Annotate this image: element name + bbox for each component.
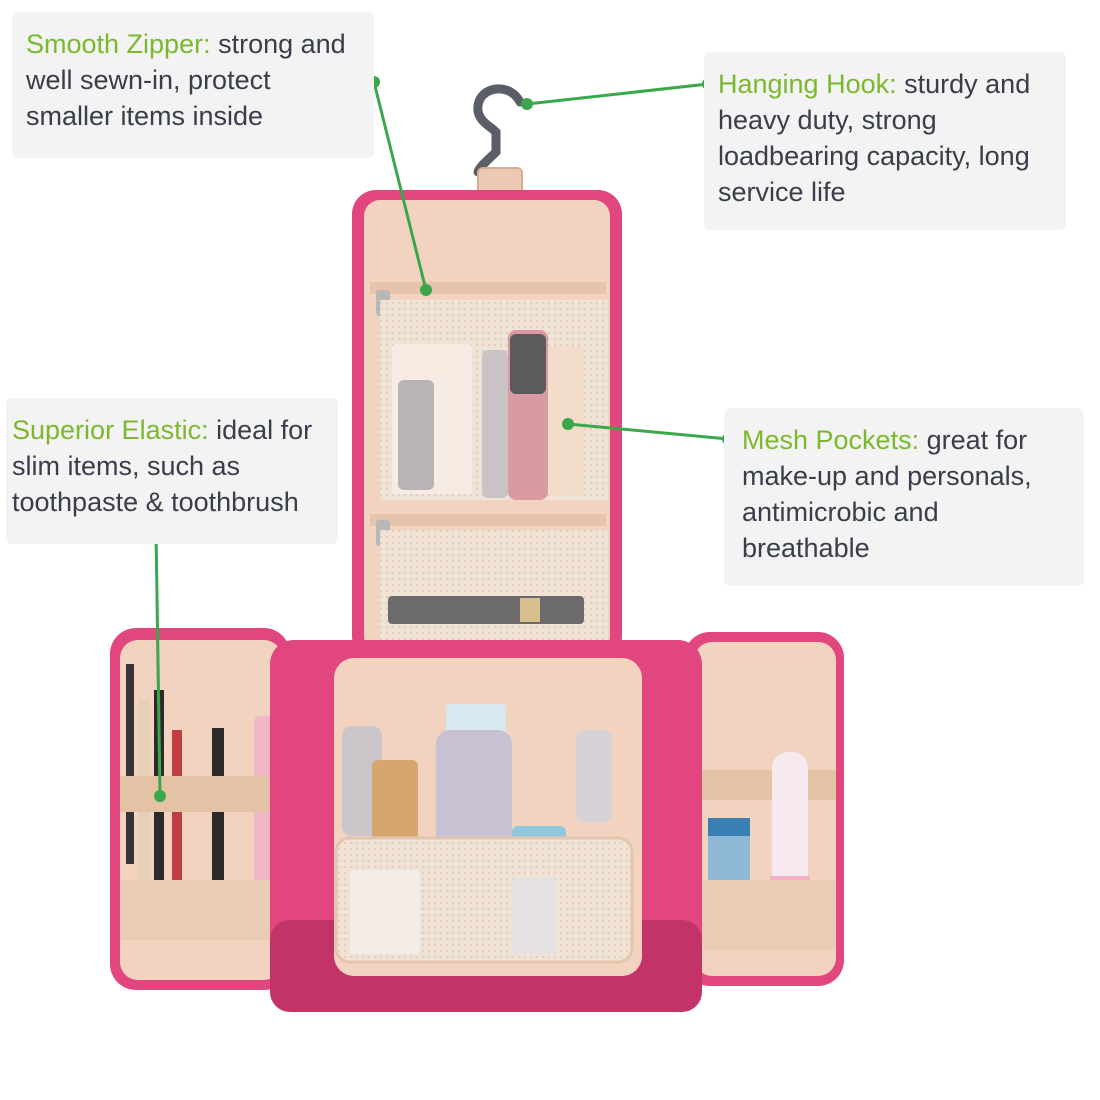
right-side-panel <box>684 632 844 986</box>
callout-body: strong and well sewn-in, protect smaller… <box>26 29 346 131</box>
callout-body: ideal for slim items, such as toothpaste… <box>12 415 313 517</box>
callout-heading: Mesh Pockets: <box>742 425 920 455</box>
top-flap <box>352 190 622 660</box>
callout-smooth-zipper: Smooth Zipper: strong and well sewn-in, … <box>12 12 374 158</box>
callout-heading: Hanging Hook: <box>718 69 897 99</box>
callout-heading: Smooth Zipper: <box>26 29 211 59</box>
left-side-panel <box>110 628 290 990</box>
callout-hanging-hook: Hanging Hook: sturdy and heavy duty, str… <box>704 52 1066 230</box>
main-compartment <box>270 640 702 1012</box>
callout-mesh-pockets: Mesh Pockets: great for make-up and pers… <box>724 408 1084 586</box>
callout-heading: Superior Elastic: <box>12 415 209 445</box>
callout-body: sturdy and heavy duty, strong loadbearin… <box>718 69 1031 207</box>
callout-superior-elastic: Superior Elastic: ideal for slim items, … <box>6 398 338 544</box>
callout-body: great for make-up and personals, antimic… <box>742 425 1032 563</box>
